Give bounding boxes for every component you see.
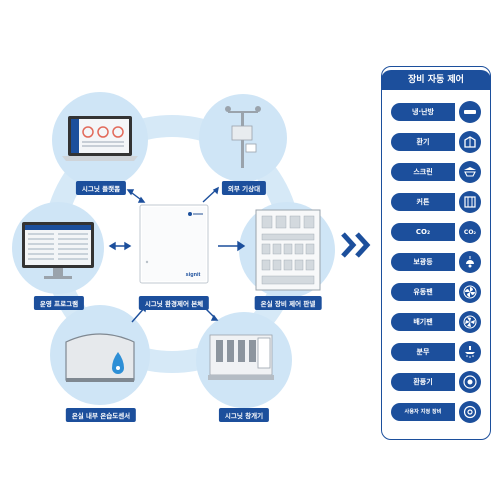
device-row-circulation-fan: 유동팬 bbox=[391, 281, 481, 303]
co2-icon-text: CO₂ bbox=[463, 228, 477, 236]
device-row-ventilation: 환기 bbox=[391, 131, 481, 153]
mist-icon bbox=[459, 341, 481, 363]
ventilator-icon bbox=[459, 371, 481, 393]
label-control-panel: 온실 장비 제어 판넬 bbox=[254, 296, 322, 310]
controller-box-icon bbox=[139, 204, 209, 284]
device-label: CO₂ bbox=[391, 223, 455, 241]
window-drive-icon bbox=[208, 334, 274, 380]
curtain-icon bbox=[459, 191, 481, 213]
device-label: 배기팬 bbox=[391, 313, 455, 331]
control-panel-icon bbox=[255, 209, 321, 291]
link-arrows bbox=[108, 186, 246, 323]
greenhouse-sensor-icon bbox=[65, 333, 135, 382]
device-row-co2: CO₂ CO₂ bbox=[391, 221, 481, 243]
laptop-icon bbox=[62, 116, 138, 161]
device-label: 유동팬 bbox=[391, 283, 455, 301]
device-label: 커튼 bbox=[391, 193, 455, 211]
device-label: 환기 bbox=[391, 133, 455, 151]
label-greenhouse-sensor: 온실 내부 온습도센서 bbox=[65, 408, 137, 422]
device-label: 보광등 bbox=[391, 253, 455, 271]
controller-logo: signit bbox=[186, 272, 201, 278]
circulation-fan-icon bbox=[459, 281, 481, 303]
custom-device-icon bbox=[459, 401, 481, 423]
device-row-custom: 사용자 지정 장비 bbox=[391, 401, 481, 423]
screen-icon bbox=[459, 161, 481, 183]
device-label: 분무 bbox=[391, 343, 455, 361]
device-label: 스크린 bbox=[391, 163, 455, 181]
co2-icon: CO₂ bbox=[459, 221, 481, 243]
device-row-curtain: 커튼 bbox=[391, 191, 481, 213]
vent-window-icon bbox=[459, 131, 481, 153]
monitor-icon bbox=[22, 222, 94, 279]
weather-station-icon bbox=[225, 106, 261, 168]
device-label: 사용자 지정 장비 bbox=[391, 403, 455, 421]
label-platform: 시그닛 플랫폼 bbox=[75, 181, 127, 195]
device-row-ventilator: 환풍기 bbox=[391, 371, 481, 393]
device-row-mist: 분무 bbox=[391, 341, 481, 363]
device-panel-title: 장비 자동 제어 bbox=[381, 70, 491, 90]
label-weather-station: 외부 기상대 bbox=[221, 181, 267, 195]
device-row-screen: 스크린 bbox=[391, 161, 481, 183]
double-chevron-right-icon bbox=[341, 232, 371, 258]
label-window-drive: 시그닛 창개기 bbox=[218, 408, 270, 422]
device-label: 냉·난방 bbox=[391, 103, 455, 121]
device-label: 환풍기 bbox=[391, 373, 455, 391]
label-controller: 시그닛 환경제어 본체 bbox=[138, 296, 210, 310]
label-operating-program: 운영 프로그램 bbox=[33, 296, 85, 310]
lamp-icon bbox=[459, 251, 481, 273]
heater-icon bbox=[459, 101, 481, 123]
device-row-heating: 냉·난방 bbox=[391, 101, 481, 123]
device-row-exhaust-fan: 배기팬 bbox=[391, 311, 481, 333]
exhaust-fan-icon bbox=[459, 311, 481, 333]
device-row-lamp: 보광등 bbox=[391, 251, 481, 273]
